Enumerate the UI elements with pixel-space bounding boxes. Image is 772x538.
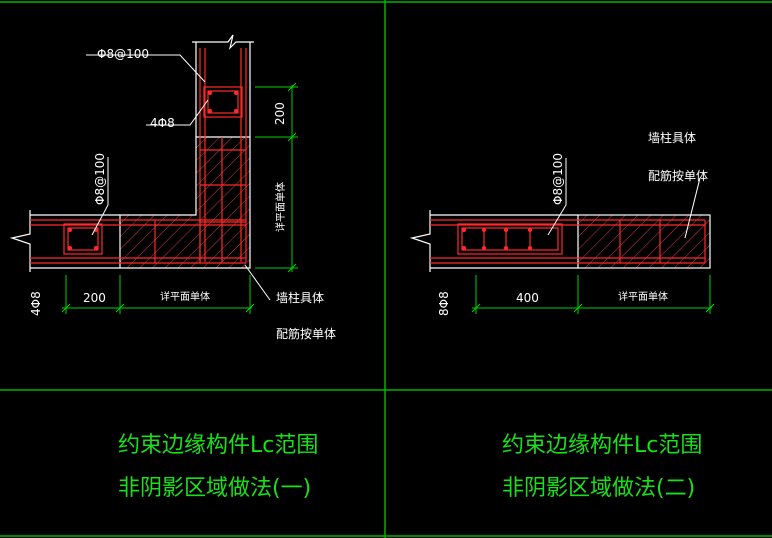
panel-1-title-line1: 约束边缘构件Lc范围 (118, 433, 318, 458)
panel-2-wall-outline (409, 210, 578, 272)
panel-1-corner-rebar-label: 4Φ8 (150, 116, 175, 130)
panel-2-leaders (547, 158, 701, 239)
panel-1-bottom-rebar-label: 4Φ8 (29, 291, 43, 316)
panel-2-title-line1: 约束边缘构件Lc范围 (502, 433, 702, 458)
panel-1-top-rebar-label: Φ8@100 (97, 47, 149, 61)
panel-2-note-line2: 配筋按单体 (648, 168, 708, 183)
panel-1-note-line1: 墙柱具体 (276, 290, 324, 305)
panel-2-rebars (430, 219, 706, 264)
panel-1-vertical-note: 详平面单体 (274, 182, 287, 232)
panel-1-note-line2: 配筋按单体 (276, 326, 336, 341)
panel-2-bottom-rebar-label: 8Φ8 (437, 291, 451, 316)
panel-2-left-stirrup-label: Φ8@100 (551, 153, 565, 205)
panel-1-rebars-vertical (199, 48, 247, 262)
panel-2-dimensions (471, 275, 715, 314)
panel-2-title-line2: 非阴影区域做法(二) (502, 476, 695, 501)
panel-1-rebars-horizontal (30, 219, 246, 264)
panel-1-title-line2: 非阴影区域做法(一) (118, 476, 311, 501)
panel-1-rebar-dots (68, 91, 238, 250)
panel-2-detail: 墙柱具体 配筋按单体 Φ8@100 8Φ8 400 详平面单体 约束边缘构件Lc… (409, 130, 715, 501)
panel-2-hatched-region (577, 214, 711, 269)
panel-2-dim-left: 400 (516, 291, 539, 305)
panel-1-dim-right: 详平面单体 (160, 290, 210, 303)
panel-1-detail: Φ8@100 4Φ8 200 详平面单体 Φ8@100 4Φ8 200 详平面单… (9, 34, 336, 501)
panel-1-vertical-dim: 200 (273, 102, 287, 125)
panel-1-leaders (86, 54, 271, 301)
panel-1-hatched-region (119, 136, 251, 269)
panel-2-note-line1: 墙柱具体 (648, 130, 696, 145)
panel-1-dim-left: 200 (83, 291, 106, 305)
panel-1-left-stirrup-label: Φ8@100 (93, 153, 107, 205)
panel-1-wall-outline (9, 34, 254, 272)
panel-2-dim-right: 详平面单体 (618, 290, 668, 303)
panel-1-dimensions (61, 82, 298, 314)
panel-2-rebar-dots (462, 228, 532, 250)
